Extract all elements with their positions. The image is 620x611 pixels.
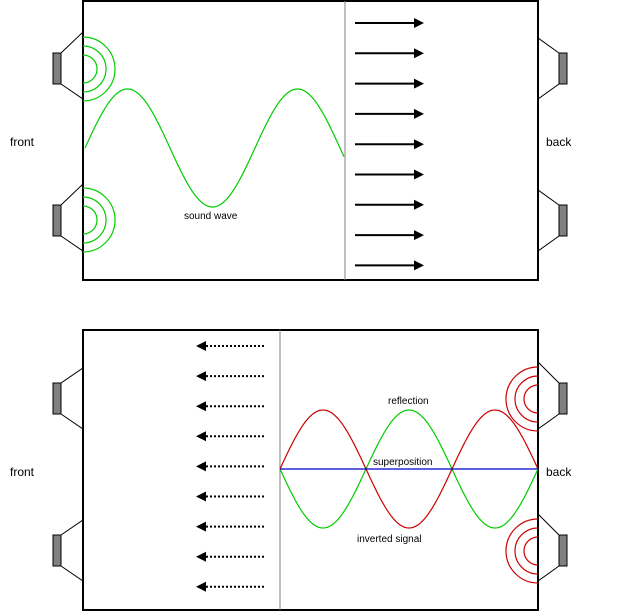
- arrow-left-icon: [196, 431, 266, 442]
- arrow-left-icon: [196, 461, 266, 472]
- sound-arc-icon: [82, 45, 107, 93]
- arrow-left-icon: [196, 341, 266, 351]
- bottom-front-speaker-upper: [52, 367, 84, 430]
- speaker-icon: [558, 204, 568, 237]
- sound-arc-icon: [505, 366, 539, 432]
- speaker-icon: [52, 52, 62, 85]
- bottom-back-speaker-upper: [505, 360, 568, 432]
- top-back-speaker-lower: [537, 189, 568, 252]
- arrow-right-icon: [355, 260, 424, 271]
- top-room-outline: [82, 0, 539, 281]
- inverted-signal-label: inverted signal: [357, 534, 421, 545]
- reflection-wave: [279, 409, 539, 529]
- bottom-front-speaker-lower: [52, 519, 84, 582]
- bottom-panel: front back reflection superposition inve…: [10, 329, 572, 611]
- sound-arc-icon: [82, 54, 98, 84]
- top-panel: front back sound wave: [10, 0, 572, 281]
- arrow-right-icon: [355, 139, 424, 150]
- arrow-left-icon: [196, 491, 266, 502]
- arrow-left-icon: [196, 371, 266, 382]
- arrow-right-icon: [355, 108, 424, 119]
- superposition-label: superposition: [373, 457, 432, 468]
- arrow-left-icon: [196, 521, 266, 532]
- inverted-signal-wave: [279, 409, 539, 529]
- top-back-speaker-upper: [537, 37, 568, 100]
- speaker-icon: [52, 204, 62, 237]
- sound-arc-icon: [523, 384, 539, 414]
- arrow-right-icon: [355, 48, 424, 59]
- top-back-label: back: [546, 135, 572, 149]
- arrow-right-icon: [355, 18, 424, 28]
- sound-arc-icon: [514, 527, 539, 575]
- bottom-back-speaker-lower: [505, 512, 568, 584]
- bottom-back-label: back: [546, 465, 572, 479]
- speaker-icon: [52, 534, 62, 567]
- sound-arc-icon: [514, 375, 539, 423]
- speaker-icon: [558, 52, 568, 85]
- arrow-right-icon: [355, 78, 424, 89]
- bottom-room-outline: [82, 329, 539, 611]
- arrow-left-icon: [196, 551, 266, 562]
- speaker-icon: [52, 382, 62, 415]
- arrow-right-icon: [355, 230, 424, 241]
- bottom-propagation-arrows: [196, 341, 266, 592]
- reflection-label: reflection: [388, 396, 429, 407]
- sound-arc-icon: [82, 205, 98, 235]
- arrow-left-icon: [196, 401, 266, 412]
- speaker-icon: [558, 534, 568, 567]
- top-front-speaker-upper: [52, 30, 116, 102]
- arrow-right-icon: [355, 199, 424, 210]
- bottom-front-label: front: [10, 465, 35, 479]
- sound-arc-icon: [523, 536, 539, 566]
- sound-arc-icon: [505, 518, 539, 584]
- arrow-left-icon: [196, 581, 266, 592]
- sound-arc-icon: [82, 187, 116, 253]
- sound-arc-icon: [82, 36, 116, 102]
- top-propagation-arrows: [355, 18, 424, 271]
- sound-wave-label: sound wave: [184, 211, 238, 222]
- arrow-right-icon: [355, 169, 424, 180]
- top-sound-wave: [84, 88, 345, 208]
- speaker-icon: [558, 382, 568, 415]
- top-front-label: front: [10, 135, 35, 149]
- sound-arc-icon: [82, 196, 107, 244]
- top-front-speaker-lower: [52, 182, 116, 253]
